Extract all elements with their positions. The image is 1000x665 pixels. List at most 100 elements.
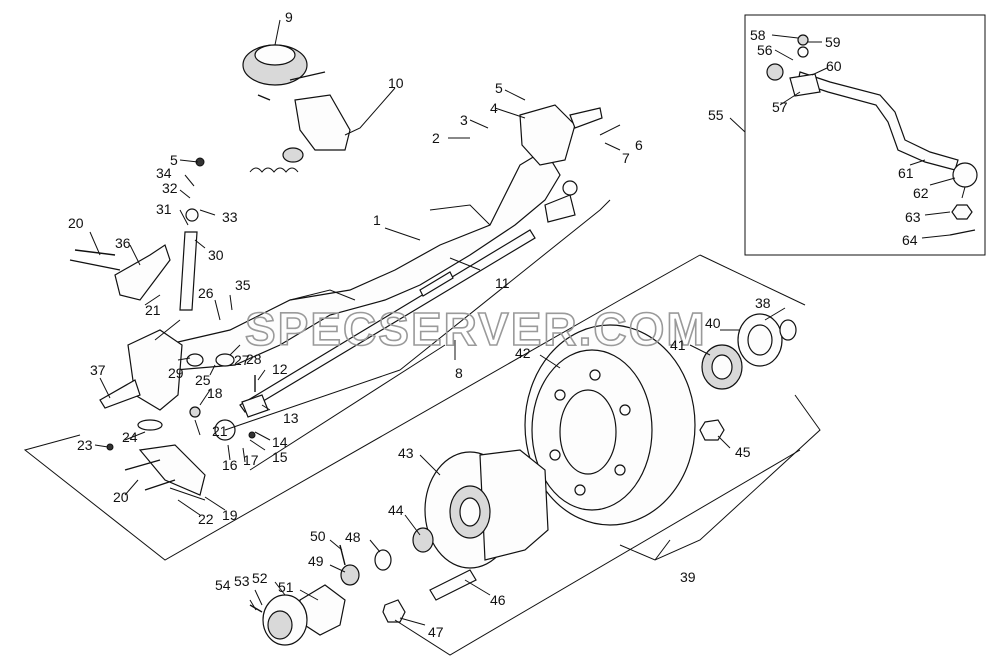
callout-26: 26	[198, 285, 214, 301]
callout-25: 25	[195, 372, 211, 388]
wheel-hub-body	[479, 449, 549, 561]
inner-bearing	[412, 527, 434, 553]
callout-21-top: 21	[145, 302, 161, 318]
callout-6: 6	[635, 137, 643, 153]
callout-30: 30	[208, 247, 224, 263]
left-spindle	[99, 379, 141, 409]
tie-rod-ball-joint-left	[766, 63, 784, 81]
hub-cap-dome	[267, 610, 293, 640]
callout-42: 42	[515, 345, 531, 361]
callout-21-bottom: 21	[212, 423, 228, 439]
callout-49: 49	[308, 553, 324, 569]
tie-rod-end-stud	[961, 186, 966, 199]
callout-38: 38	[755, 295, 771, 311]
steering-arm-bolt-2	[74, 249, 116, 256]
callout-58: 58	[750, 27, 766, 43]
inset-washer	[797, 46, 809, 58]
callout-5-left: 5	[170, 152, 178, 168]
wheel-nut	[699, 419, 725, 441]
callout-18: 18	[207, 385, 223, 401]
callout-46: 46	[490, 592, 506, 608]
kingpin-washer	[185, 208, 199, 222]
drum-bolt-hole-2	[589, 369, 601, 381]
wheel-stud	[429, 569, 477, 601]
callout-labels: 1 2 3 4 5 5 6 7 8 9 10 11 12 13 14 15 16…	[68, 9, 929, 640]
oil-seal	[779, 319, 797, 341]
knuckle-bushing	[186, 353, 204, 367]
axle-beam	[164, 149, 561, 371]
callout-27: 27	[234, 352, 250, 368]
brake-bracket	[294, 94, 351, 151]
callout-55: 55	[708, 107, 724, 123]
callout-24: 24	[122, 429, 138, 445]
callout-2: 2	[432, 130, 440, 146]
cotter-pin-spindle	[339, 544, 346, 566]
callout-41: 41	[670, 337, 686, 353]
steering-arm-bolt-1	[69, 259, 121, 271]
callout-35: 35	[235, 277, 251, 293]
callout-57: 57	[772, 99, 788, 115]
callout-11: 11	[495, 275, 510, 291]
drag-link-nut	[189, 406, 201, 418]
right-spindle	[569, 107, 603, 129]
inset-box	[744, 14, 986, 256]
inset-nut	[951, 204, 973, 220]
callout-14: 14	[272, 434, 288, 450]
callout-45: 45	[735, 444, 751, 460]
callout-23: 23	[77, 437, 93, 453]
cotter-pin-lower	[169, 487, 206, 501]
callout-64: 64	[902, 232, 918, 248]
callout-52: 52	[252, 570, 268, 586]
callout-22: 22	[198, 511, 214, 527]
callout-39: 39	[680, 569, 696, 585]
callout-33: 33	[222, 209, 238, 225]
brake-chamber-top	[254, 44, 296, 66]
wheel-hub-inner	[459, 497, 481, 527]
callout-4: 4	[490, 100, 498, 116]
lock-washer	[374, 549, 392, 571]
callout-15: 15	[272, 449, 288, 465]
outer-bearing-cup-inner	[747, 324, 773, 356]
callout-7: 7	[622, 150, 630, 166]
callout-48: 48	[345, 529, 361, 545]
drum-bolt-hole-3	[619, 404, 631, 416]
right-knuckle	[519, 104, 576, 166]
callout-37: 37	[90, 362, 106, 378]
inset-cotter-pin	[949, 229, 976, 236]
tie-rod-end-right	[544, 194, 576, 223]
hub-cap-gasket	[299, 584, 346, 636]
watermark: SPECSERVER.COM	[245, 303, 707, 355]
callout-20-top: 20	[68, 215, 84, 231]
callout-5-top: 5	[495, 80, 503, 96]
callout-29: 29	[168, 365, 184, 381]
callout-8: 8	[455, 365, 463, 381]
lower-arm-bolt-1	[124, 459, 161, 471]
brake-spring	[249, 167, 299, 173]
inset-nut-small	[797, 34, 809, 46]
callout-1: 1	[373, 212, 381, 228]
drum-bolt-hole-4	[614, 464, 626, 476]
callout-12: 12	[272, 361, 288, 377]
callout-28: 28	[246, 351, 262, 367]
callout-9: 9	[285, 9, 293, 25]
drum-bolt-hole-5	[574, 484, 586, 496]
drum-bolt-hole-6	[549, 449, 561, 461]
tie-rod-tube	[419, 271, 454, 297]
callout-44: 44	[388, 502, 404, 518]
axle-beam-center	[289, 204, 491, 301]
callout-56: 56	[757, 42, 773, 58]
tie-rod-end	[952, 162, 978, 188]
callout-62: 62	[913, 185, 929, 201]
callout-60: 60	[826, 58, 842, 74]
tie-rod-clamp-left	[241, 394, 269, 418]
callout-36: 36	[115, 235, 131, 251]
callout-16: 16	[222, 457, 238, 473]
callout-3: 3	[460, 112, 468, 128]
brake-drum-hole	[559, 389, 617, 475]
callout-32: 32	[162, 180, 178, 196]
brake-camshaft	[282, 147, 304, 163]
callout-34: 34	[156, 165, 172, 181]
callout-10: 10	[388, 75, 404, 91]
callout-47: 47	[428, 624, 444, 640]
